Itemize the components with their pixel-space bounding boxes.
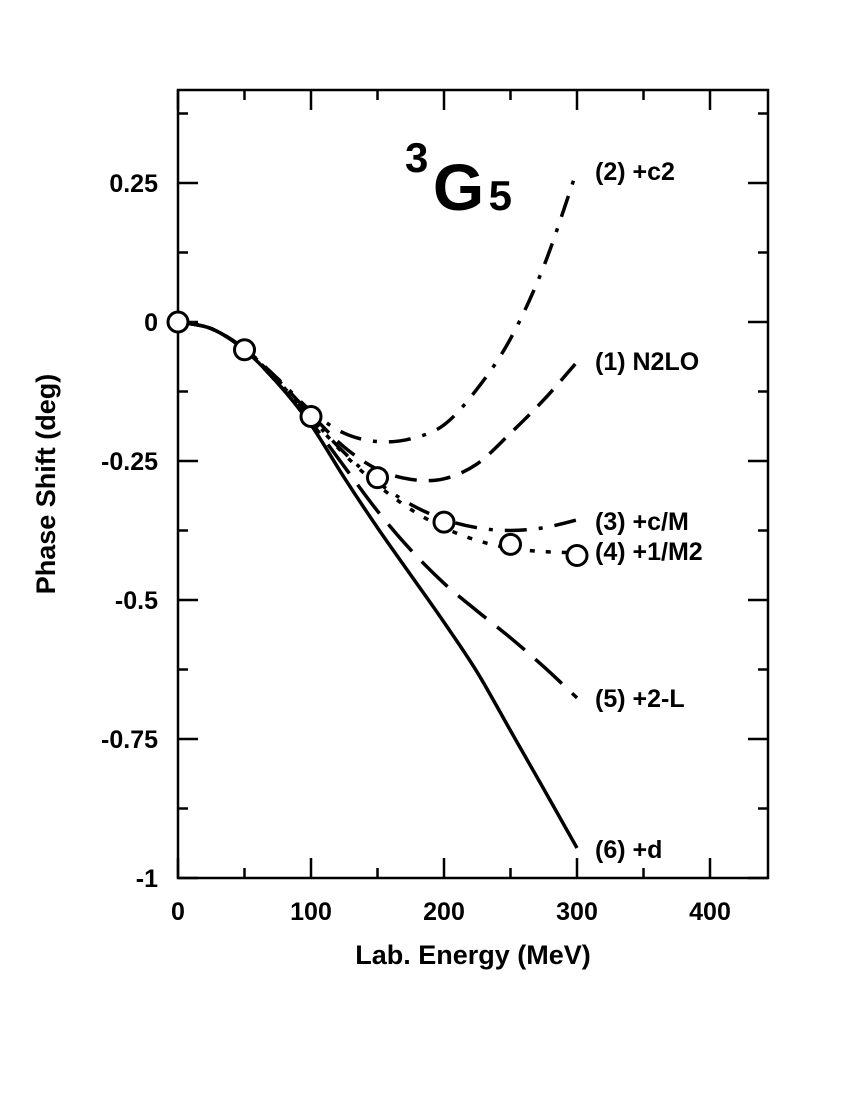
data-points bbox=[166, 310, 589, 568]
data-point-circle bbox=[499, 532, 522, 556]
y-tick-label: -1 bbox=[136, 865, 158, 893]
title-superscript: 3 bbox=[405, 134, 428, 181]
data-point-circle bbox=[432, 510, 456, 534]
data-point-circle bbox=[166, 310, 190, 334]
curve-label: (2) +c2 bbox=[595, 158, 675, 186]
data-point-circle bbox=[233, 338, 256, 362]
curve-labels: (2) +c2 (1) N2LO (3) +c/M(4) +1/M2 (5) +2-L… bbox=[595, 158, 703, 864]
plot-frame bbox=[176, 88, 770, 880]
curves bbox=[177, 169, 579, 849]
curve--6-d bbox=[177, 320, 579, 849]
y-tick-label: -0.5 bbox=[115, 587, 158, 615]
data-point-circle bbox=[565, 544, 589, 568]
curve-label: (4) +1/M2 bbox=[595, 538, 703, 566]
y-tick-label: -0.25 bbox=[101, 448, 158, 476]
y-tick-label: -0.75 bbox=[101, 726, 158, 754]
y-axis-title: Phase Shift (deg) bbox=[31, 374, 61, 595]
x-tick-label: 100 bbox=[290, 898, 332, 926]
curve-label: (6) +d bbox=[595, 836, 662, 864]
chart-title: 3 G 5 bbox=[405, 134, 512, 224]
curve-label: (1) N2LO bbox=[595, 348, 699, 376]
x-tick-label: 0 bbox=[171, 898, 185, 926]
x-tick-label: 200 bbox=[423, 898, 465, 926]
y-tick-labels: 0.25 0 -0.25 -0.5 -0.75 -1 bbox=[101, 170, 158, 893]
data-point-circle bbox=[299, 405, 323, 429]
x-axis-title: Lab. Energy (MeV) bbox=[355, 940, 591, 970]
y-tick-label: 0.25 bbox=[109, 170, 158, 198]
title-main: G bbox=[433, 150, 484, 224]
curve--5-2-l bbox=[177, 320, 579, 700]
axis-ticks bbox=[176, 90, 768, 880]
curve-label: (3) +c/M bbox=[595, 508, 689, 536]
title-subscript: 5 bbox=[489, 172, 512, 219]
curve--2-c2 bbox=[177, 169, 579, 444]
x-tick-label: 300 bbox=[556, 898, 598, 926]
curve-label: (5) +2-L bbox=[595, 685, 685, 713]
data-point-circle bbox=[366, 466, 389, 490]
y-tick-label: 0 bbox=[144, 309, 158, 337]
x-tick-label: 400 bbox=[689, 898, 731, 926]
x-tick-labels: 0 100 200 300 400 bbox=[171, 898, 731, 926]
